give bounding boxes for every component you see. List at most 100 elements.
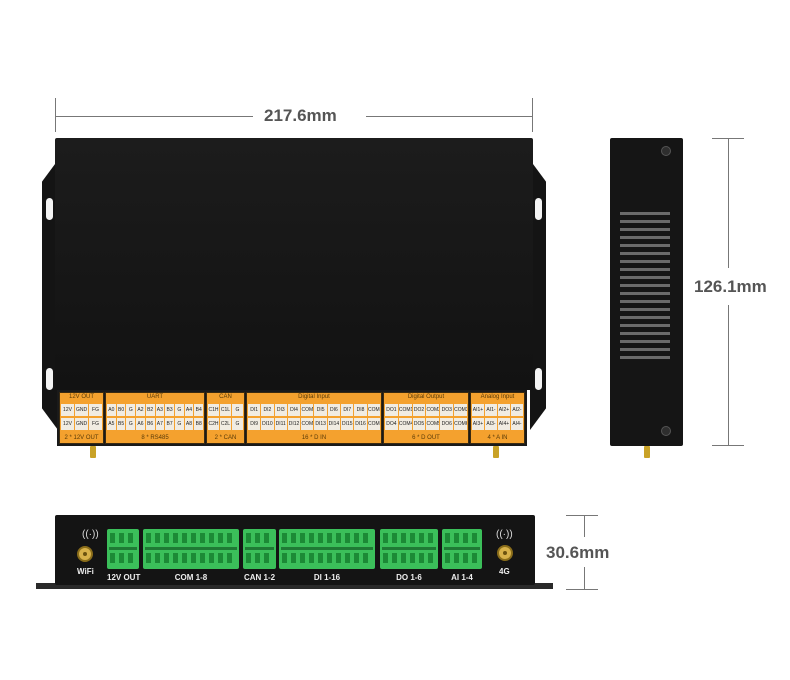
pin-label: DO1 [385,404,398,416]
port-label-12v-out: 12V OUT [107,573,141,582]
pin-label: B3 [165,404,174,416]
pin-label: FG [89,418,102,430]
pin-label: COM5 [426,418,440,430]
label-group-footer: 2 * 12V OUT [64,435,99,441]
depth-dim-tick-bottom [566,589,598,590]
front-panel [55,138,533,390]
pin-label: C1H [208,404,219,416]
terminal-12v-out [107,529,139,569]
pin-label: B5 [116,418,126,430]
pin-label: DO3 [440,404,454,416]
label-group-12v-out: 12V OUT 12V GND FG 12V GND FG 2 * 12V OU… [59,392,104,444]
pin-label: G [174,418,184,430]
pin-label: AI1- [485,404,497,416]
pin-label: 12V [61,418,74,430]
label-group-footer: 2 * CAN [214,435,237,441]
label-group-header: Digital Input [298,394,330,400]
pin-label: DI6 [327,404,341,416]
wifi-icon: ((·)) [82,529,99,540]
pin-label: DI3 [274,404,287,416]
pin-label: B8 [194,418,204,430]
terminal-can [243,529,276,569]
pin-label: A8 [184,418,194,430]
pin-label: DI1 [248,404,261,416]
screw-top [661,146,671,156]
label-group-footer: 16 * D IN [301,435,327,441]
pin-label: AI1+ [472,404,484,416]
label-group-footer: 4 * A IN [487,435,508,441]
label-group-header: UART [146,394,164,400]
height-dimension-label: 126.1mm [694,277,767,296]
port-label-can: CAN 1-2 [243,573,276,582]
pin-label: G [126,418,136,430]
pin-label: A2 [136,404,145,416]
pin-label: DI2 [261,404,274,416]
label-group-header: Digital Output [407,394,445,400]
pin-label: DI15 [341,418,354,430]
pin-label: DI4 [287,404,301,416]
width-dim-line-left [55,116,253,117]
pin-label: A4 [184,404,194,416]
depth-dim-line-bottom [584,567,585,589]
4g-antenna-connector [497,545,513,561]
wifi-antenna-connector [77,546,93,562]
pin-label: G [174,404,184,416]
4g-label: 4G [499,567,510,576]
pin-label: B2 [145,404,155,416]
label-group-header: CAN [219,394,232,400]
label-group-digital-input: Digital Input DI1 DI2 DI3 DI4 COM DI5 DI… [246,392,382,444]
label-group-header: Analog Input [480,394,515,400]
pin-label: A5 [107,418,116,430]
pin-label: COM [367,418,380,430]
height-dim-line-top [728,138,729,268]
label-group-footer: 6 * D OUT [412,435,440,441]
pin-label: C1L [220,404,231,416]
label-group-analog-input: Analog Input AI1+ AI1- AI2+ AI2- AI3+ AI… [470,392,525,444]
pin-label: B4 [194,404,204,416]
pin-label: COM [301,404,314,416]
pin-label: AI3- [485,418,497,430]
pin-label: DI5 [314,404,327,416]
port-label-ai: AI 1-4 [451,573,473,582]
depth-dim-tick-top [566,515,598,516]
width-dim-tick-left [55,98,56,132]
label-group-header: 12V OUT [68,394,94,400]
pin-label: AI3+ [472,418,484,430]
pin-label: B6 [145,418,155,430]
height-dim-tick-bottom [712,445,744,446]
width-dimension-label: 217.6mm [264,106,337,125]
pin-label: 12V [61,404,74,416]
pin-label: DO6 [440,418,454,430]
width-dim-line-right [366,116,532,117]
label-group-uart: UART A0 B0 G A2 B2 A3 B3 G A4 B4 A5 B5 G… [105,392,205,444]
pin-label: AI2- [511,404,523,416]
pin-label: G [232,418,243,430]
pin-label: COM2 [426,404,440,416]
terminal-di [279,529,375,569]
pin-label: DO5 [412,418,426,430]
depth-dim-line-top [584,515,585,537]
pin-label: AI4+ [498,418,510,430]
pin-label: COM [367,404,380,416]
pin-label: DO4 [385,418,398,430]
cellular-signal-icon: ((·)) [496,529,513,540]
pin-label: DO2 [412,404,426,416]
pin-label: A7 [155,418,165,430]
wifi-label: WiFi [77,567,94,576]
pin-label: B7 [165,418,174,430]
depth-dimension-label: 30.6mm [546,543,610,562]
antenna-connector-left [90,446,96,458]
pin-label: C2H [208,418,219,430]
pin-label: G [126,404,136,416]
pin-label: A3 [155,404,165,416]
pin-label: DI10 [261,418,274,430]
pin-label: COM4 [398,418,412,430]
label-group-footer: 8 * RS485 [141,435,169,441]
label-group-can: CAN C1H C1L G C2H C2L G 2 * CAN [206,392,245,444]
pin-label: DI9 [248,418,261,430]
pin-label: A6 [136,418,145,430]
height-dim-line-bottom [728,305,729,445]
